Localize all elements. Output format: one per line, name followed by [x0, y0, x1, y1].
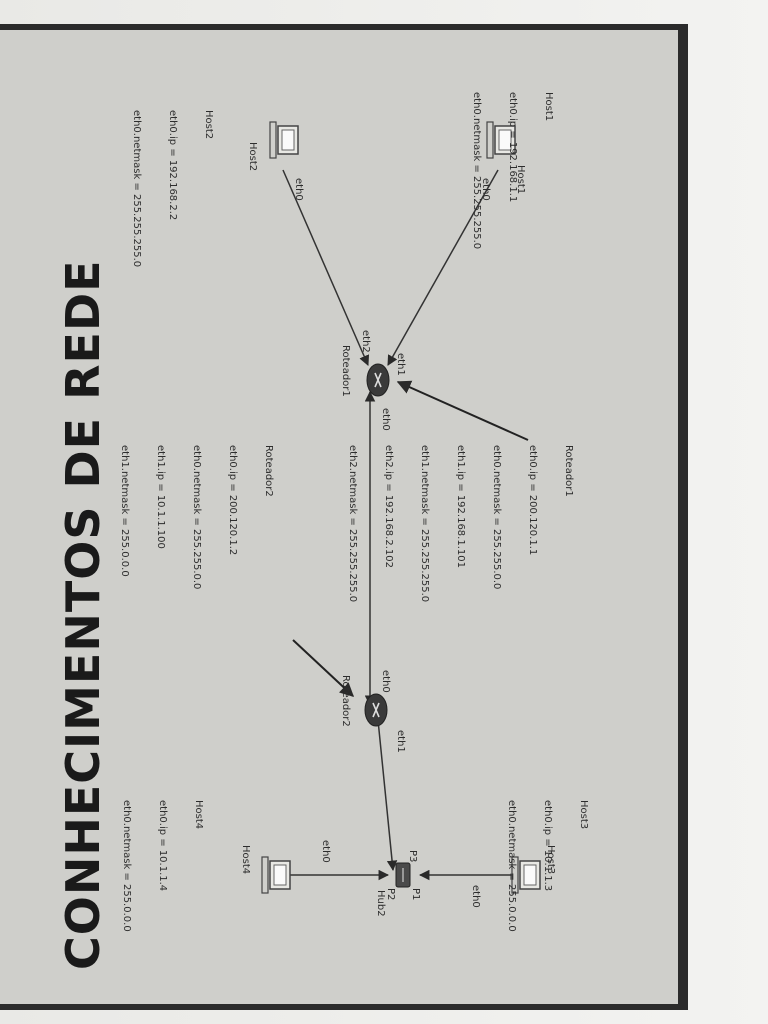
roteador2-router-icon [364, 693, 388, 727]
info-line: Host1 [543, 92, 554, 122]
info-line: eth2.netmask = 255.255.255.0 [347, 445, 358, 603]
info-host3: Host3 eth0.ip = 10.1.1.3 eth0.netmask = … [481, 800, 613, 932]
info-host1: Host1 eth0.ip = 192.168.1.1 eth0.netmask… [446, 92, 578, 249]
host3-eth0-label: eth0 [470, 885, 481, 908]
info-line: eth0.ip = 10.1.1.3 [542, 800, 553, 892]
info-line: Roteador2 [263, 445, 274, 497]
rotated-slide-content: Host1 Host2 Host3 Host4 Roteador1 Rotead… [0, 30, 688, 1016]
info-line: Host2 [203, 110, 214, 140]
host4-label: Host4 [240, 845, 251, 874]
host4-eth0-label: eth0 [320, 840, 331, 863]
info-line: eth0.netmask = 255.0.0.0 [506, 800, 517, 932]
info-host4: Host4 eth0.ip = 10.1.1.4 eth0.netmask = … [96, 800, 228, 932]
hub2-p1-label: P1 [410, 888, 421, 900]
host3-label: Host3 [545, 845, 556, 874]
host2-eth0-label: eth0 [293, 178, 304, 201]
info-line: eth0.ip = 200.120.1.1 [527, 445, 538, 556]
info-line: eth0.netmask = 255.255.0.0 [491, 445, 502, 590]
link-host1-roteador1 [387, 169, 499, 366]
info-line: Host3 [578, 800, 589, 830]
slide-screen: Host1 Host2 Host3 Host4 Roteador1 Rotead… [0, 24, 688, 1010]
roteador2-label: Roteador2 [340, 675, 351, 727]
link-roteador2-hub2 [377, 719, 398, 872]
info-line: eth2.ip = 192.168.2.102 [383, 445, 394, 568]
info-line: Roteador1 [563, 445, 574, 497]
info-line: eth1.netmask = 255.255.255.0 [419, 445, 430, 603]
info-line: eth0.ip = 200.120.1.2 [227, 445, 238, 556]
info-roteador2: Roteador2 eth0.ip = 200.120.1.2 eth0.net… [94, 445, 298, 589]
hub2-p3-label: P3 [407, 850, 418, 862]
host1-eth0-label: eth0 [480, 178, 491, 201]
host1-label: Host1 [515, 165, 526, 194]
host3-computer-icon [511, 856, 541, 894]
network-diagram: Host1 Host2 Host3 Host4 Roteador1 Rotead… [240, 121, 556, 917]
info-line: eth0.netmask = 255.255.0.0 [191, 445, 202, 590]
pointer-arrow-roteador1 [396, 380, 529, 441]
info-roteador1: Roteador1 eth0.ip = 200.120.1.1 eth0.net… [322, 445, 598, 602]
hub2-p2-label: P2 [385, 888, 396, 900]
roteador1-router-icon [366, 363, 390, 397]
info-line: eth1.ip = 192.168.1.101 [455, 445, 466, 568]
info-line: eth0.netmask = 255.0.0.0 [121, 800, 132, 932]
roteador1-eth1-label: eth1 [395, 353, 406, 376]
hub2-hub-icon [395, 862, 411, 888]
info-line: eth0.ip = 10.1.1.4 [157, 800, 168, 892]
roteador1-eth2-label: eth2 [360, 330, 371, 353]
hub2-label: Hub2 [375, 890, 386, 917]
host4-computer-icon [261, 856, 291, 894]
host2-label: Host2 [247, 142, 258, 171]
info-line: Host4 [193, 800, 204, 830]
info-line: eth1.netmask = 255.0.0.0 [119, 445, 130, 577]
roteador1-eth0-label: eth0 [380, 408, 391, 431]
roteador1-label: Roteador1 [340, 345, 351, 397]
roteador2-eth0-label: eth0 [380, 670, 391, 693]
info-line: eth0.ip = 192.168.2.2 [167, 110, 178, 221]
info-line: eth0.netmask = 255.255.255.0 [131, 110, 142, 268]
host1-computer-icon [486, 121, 516, 159]
info-line: eth0.netmask = 255.255.255.0 [471, 92, 482, 250]
info-host2: Host2 eth0.ip = 192.168.2.2 eth0.netmask… [106, 110, 238, 267]
roteador2-eth1-label: eth1 [395, 730, 406, 753]
host2-computer-icon [269, 121, 299, 159]
info-line: eth1.ip = 10.1.1.100 [155, 445, 166, 549]
link-host2-roteador1 [282, 169, 370, 366]
pointer-arrow-roteador2 [292, 639, 355, 697]
page-title: CONHECIMENTOS DE REDE [56, 259, 110, 970]
info-line: eth0.ip = 192.168.1.1 [507, 92, 518, 203]
